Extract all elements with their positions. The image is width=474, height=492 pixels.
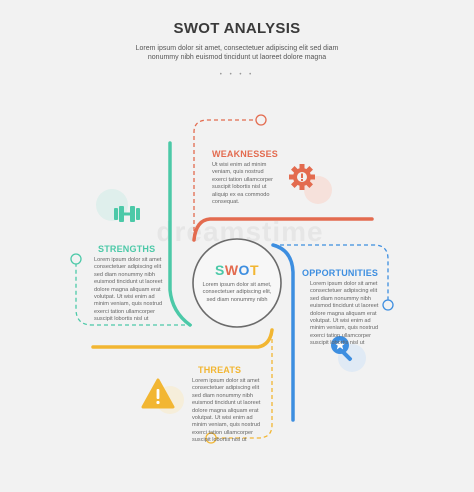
opportunities-title: OPPORTUNITIES <box>302 268 379 278</box>
dumbbell-icon <box>114 206 140 222</box>
strengths-node <box>70 253 82 265</box>
strengths-title: STRENGTHS <box>98 244 156 254</box>
center-circle <box>192 238 282 328</box>
opportunities-line <box>271 243 295 422</box>
page-title: SWOT ANALYSIS <box>173 20 301 37</box>
center-letter-s: S <box>214 262 225 278</box>
threats-text: Lorem ipsum dolor sit amet consectetuer … <box>192 378 261 444</box>
center-letter-w: W <box>224 262 239 278</box>
threats-dashed-line <box>216 332 273 439</box>
weaknesses-node <box>255 114 267 126</box>
opportunities-node <box>382 299 394 311</box>
decorative-dots: • • • • <box>219 72 255 78</box>
warning-triangle-icon <box>141 378 175 409</box>
weaknesses-dashed-line <box>193 119 256 238</box>
strengths-text: Lorem ipsum dolor sit amet consectetuer … <box>94 257 163 323</box>
weaknesses-line <box>192 217 374 242</box>
center-letter-o: O <box>238 262 250 278</box>
weaknesses-title: WEAKNESSES <box>212 149 279 159</box>
center-letter-t: T <box>249 262 259 278</box>
weaknesses-text: Ut wisi enim ad minim veniam, quis nostr… <box>212 162 273 206</box>
page-subtitle: Lorem ipsum dolor sit amet, consectetuer… <box>135 45 339 61</box>
strengths-line <box>168 141 192 327</box>
strengths-dashed-line <box>75 264 192 326</box>
center-swot-title: SWOT <box>193 262 281 278</box>
center-text: Lorem ipsum dolor sit amet, consectetuer… <box>202 282 272 303</box>
magnifier-star-icon <box>331 336 353 362</box>
threats-line <box>91 328 274 349</box>
gear-warning-icon <box>289 164 315 190</box>
opportunities-text: Lorem ipsum dolor sit amet consectetuer … <box>310 281 379 347</box>
threats-title: THREATS <box>198 365 242 375</box>
threats-node <box>205 432 217 444</box>
opportunities-dashed-line <box>273 244 389 300</box>
